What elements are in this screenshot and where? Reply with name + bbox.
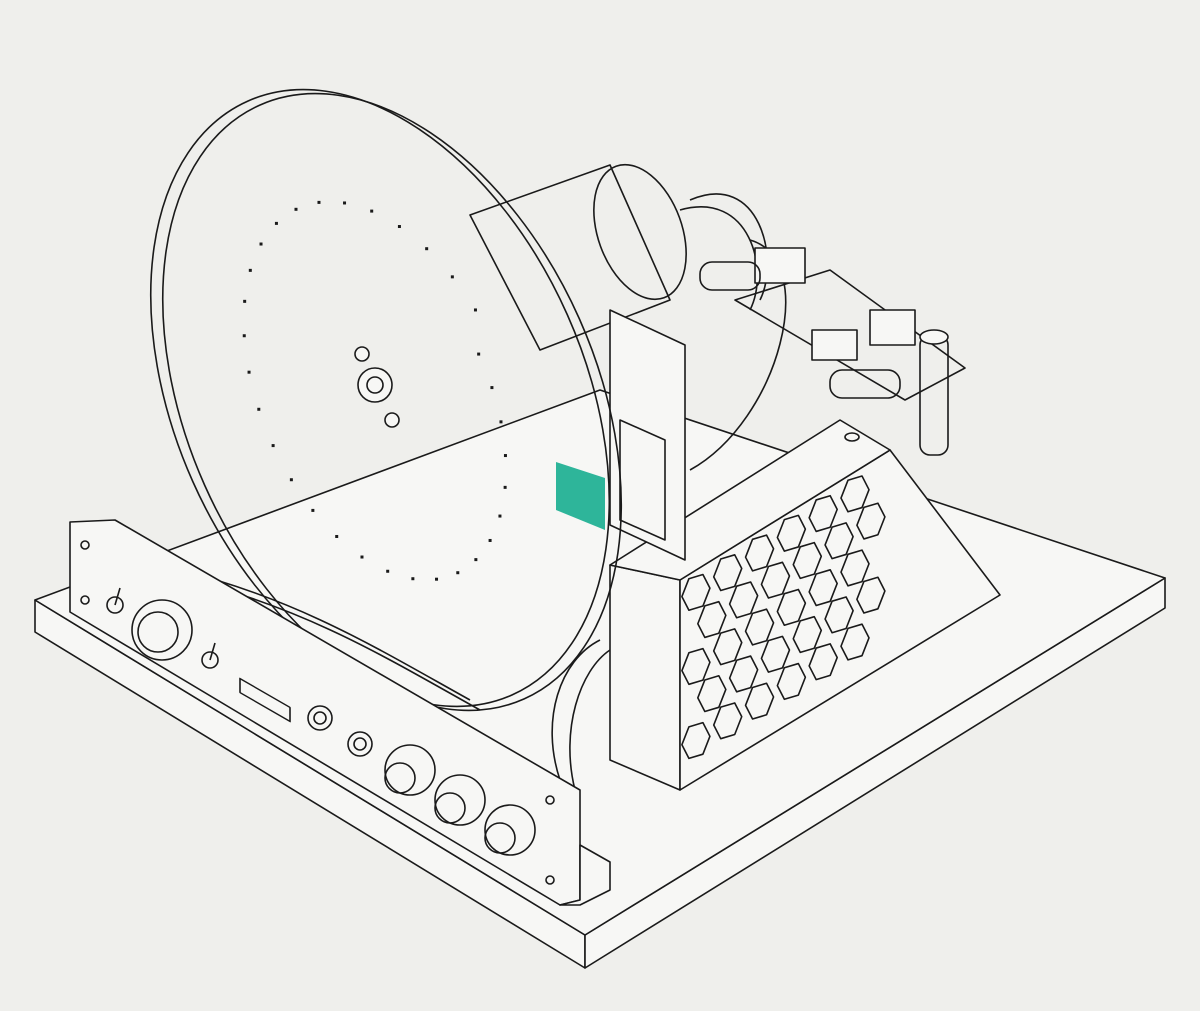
- disk-hole: [247, 370, 251, 374]
- hex-cell: [744, 682, 775, 720]
- disk-hole: [499, 420, 503, 424]
- hex-cell: [776, 588, 807, 627]
- indicator-led: [347, 731, 373, 757]
- disk-hole: [311, 508, 315, 512]
- hex-cell: [760, 561, 791, 599]
- disk-hole: [248, 268, 252, 272]
- disk-hole: [335, 534, 339, 538]
- disk-hole: [473, 308, 477, 312]
- hex-cell: [728, 581, 759, 619]
- nipkow-disk: [149, 88, 623, 712]
- disk-hole: [498, 514, 502, 518]
- disk-hole: [294, 207, 298, 211]
- disk-hole: [488, 538, 492, 542]
- toggle-switch[interactable]: [201, 642, 219, 669]
- disk-hole: [503, 485, 507, 489]
- knob-red[interactable]: [384, 744, 436, 796]
- hex-cell: [728, 655, 759, 693]
- indicator-led: [307, 705, 333, 731]
- disk-hole: [343, 201, 347, 205]
- disk-holes: [242, 200, 507, 581]
- disk-hole: [411, 577, 415, 581]
- hex-cell: [792, 541, 823, 580]
- disk-hole: [456, 571, 460, 575]
- hex-cell: [840, 475, 870, 513]
- hex-cell: [681, 721, 711, 760]
- motor-bracket: [609, 309, 686, 561]
- disk-hole: [435, 577, 439, 581]
- disk-hole: [259, 242, 263, 246]
- hex-cell: [824, 596, 854, 634]
- knob-green[interactable]: [434, 774, 486, 826]
- disk-hole: [242, 334, 246, 338]
- hex-cell: [808, 494, 838, 533]
- hex-cell: [856, 502, 886, 540]
- hex-cell: [712, 628, 743, 666]
- main-knob[interactable]: [131, 599, 193, 661]
- hex-cell: [808, 643, 838, 681]
- hex-cell: [712, 702, 743, 740]
- hex-cell: [697, 674, 727, 713]
- knob-blue[interactable]: [484, 804, 536, 856]
- hex-cell: [681, 573, 711, 612]
- disk-hole: [289, 478, 293, 482]
- disk-hole: [386, 569, 390, 573]
- toggle-switch[interactable]: [106, 587, 124, 614]
- disk-hole: [503, 454, 507, 458]
- hex-cell: [856, 576, 886, 614]
- motor: [469, 163, 687, 351]
- hex-cell: [776, 514, 807, 552]
- hex-cell: [776, 662, 807, 701]
- hex-cell: [808, 568, 838, 607]
- disk-hole: [397, 225, 401, 229]
- disk-hole: [450, 275, 454, 279]
- hex-cell: [840, 549, 870, 587]
- disk-hole: [477, 352, 481, 356]
- hex-grille: [681, 475, 886, 760]
- disk-hole: [474, 558, 478, 562]
- hex-cell: [824, 522, 854, 560]
- disk-hole: [425, 247, 429, 251]
- disk-hole: [360, 555, 364, 559]
- hex-cell: [697, 600, 727, 639]
- disk-hole: [490, 386, 494, 390]
- control-panel: [69, 519, 611, 906]
- hex-cell: [760, 635, 791, 673]
- circuit-board: [699, 247, 966, 456]
- hex-cell: [681, 647, 711, 686]
- disk-hole: [243, 299, 247, 303]
- hex-cell: [792, 615, 823, 654]
- disk-hole: [271, 444, 275, 448]
- hex-cell: [712, 554, 743, 592]
- hex-cell: [840, 623, 870, 661]
- hex-cell: [744, 608, 775, 646]
- hex-cell: [744, 534, 775, 572]
- light-window: [556, 462, 605, 530]
- disk-hole: [257, 407, 261, 411]
- disk-hole: [370, 209, 374, 213]
- disk-hole: [274, 221, 278, 225]
- disk-hole: [317, 200, 321, 204]
